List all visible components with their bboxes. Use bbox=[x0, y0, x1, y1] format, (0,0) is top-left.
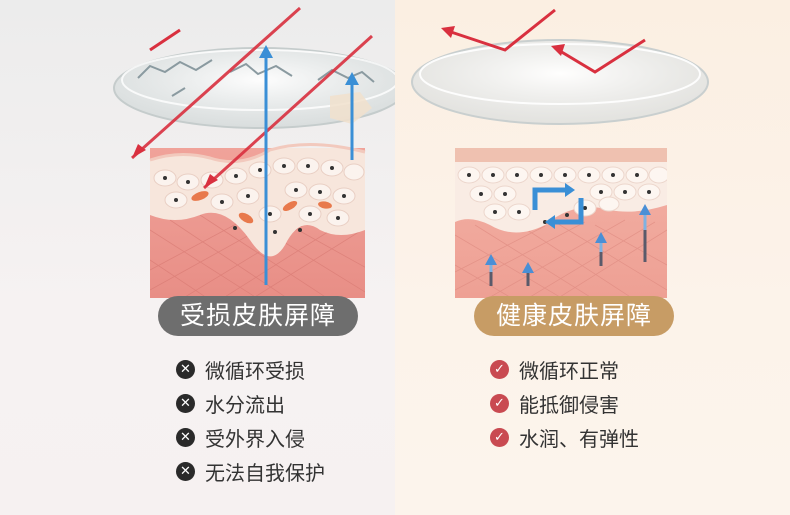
x-circle-icon: ✕ bbox=[176, 359, 195, 379]
x-circle-icon: ✕ bbox=[176, 427, 195, 447]
check-circle-icon: ✓ bbox=[490, 427, 509, 447]
circulation-icon bbox=[532, 187, 584, 225]
list-item: ✓水润、有弹性 bbox=[490, 420, 639, 454]
crack-lines bbox=[137, 59, 375, 97]
healthy-panel: 健康皮肤屏障 ✓微循环正常 ✓能抵御侵害 ✓水润、有弹性 bbox=[395, 0, 790, 515]
water-loss-arrows bbox=[264, 52, 354, 285]
damaged-barrier-label: 受损皮肤屏障 bbox=[158, 296, 358, 336]
list-item: ✕微循环受损 bbox=[176, 352, 325, 386]
list-item: ✕水分流出 bbox=[176, 386, 325, 420]
damaged-skin-illustration bbox=[113, 6, 395, 298]
healthy-skin-illustration bbox=[411, 8, 709, 298]
check-circle-icon: ✓ bbox=[490, 393, 509, 413]
protective-film-damaged bbox=[113, 47, 395, 129]
healthy-benefits-list: ✓微循环正常 ✓能抵御侵害 ✓水润、有弹性 bbox=[490, 352, 639, 454]
list-item: ✕受外界入侵 bbox=[176, 420, 325, 454]
x-circle-icon: ✕ bbox=[176, 461, 195, 481]
damaged-panel: 受损皮肤屏障 ✕微循环受损 ✕水分流出 ✕受外界入侵 ✕无法自我保护 bbox=[0, 0, 395, 515]
reflected-uv-arrows bbox=[444, 8, 646, 74]
check-circle-icon: ✓ bbox=[490, 359, 509, 379]
healthy-barrier-label: 健康皮肤屏障 bbox=[474, 296, 674, 336]
damaged-effects-list: ✕微循环受损 ✕水分流出 ✕受外界入侵 ✕无法自我保护 bbox=[176, 352, 325, 488]
list-item: ✓能抵御侵害 bbox=[490, 386, 639, 420]
list-item: ✕无法自我保护 bbox=[176, 454, 325, 488]
x-circle-icon: ✕ bbox=[176, 393, 195, 413]
protective-film-healthy bbox=[411, 39, 709, 125]
list-item: ✓微循环正常 bbox=[490, 352, 639, 386]
uv-arrows bbox=[131, 6, 374, 190]
